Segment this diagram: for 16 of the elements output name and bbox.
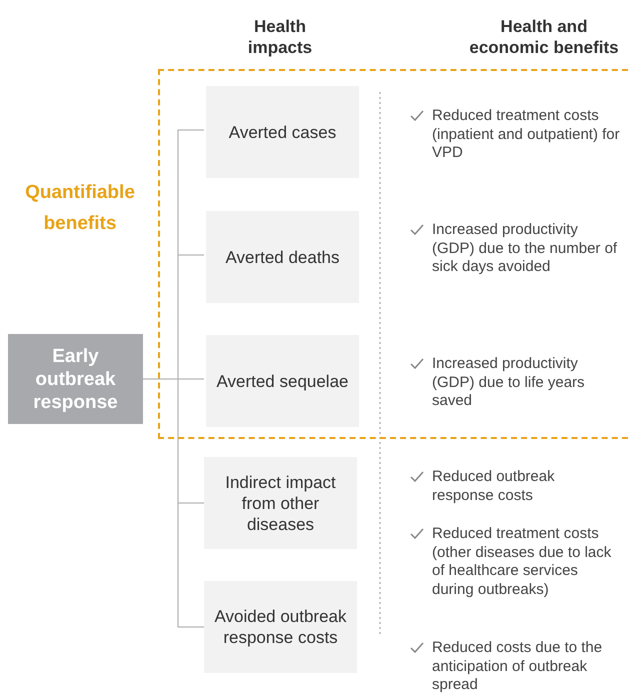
connector-line	[142, 378, 204, 628]
region-heading: Quantifiable benefits	[24, 181, 136, 236]
benefit-text: Reduced outbreak response costs	[432, 468, 556, 505]
impact-box: Averted deaths	[206, 211, 359, 303]
benefit-text: Reduced treatment costs (other diseases due to lack of healthcare services during outbreaks)	[432, 525, 612, 599]
benefit-text: Reduced treatment costs (inpatient and outpatient) for VPD	[432, 107, 620, 162]
column-header: Health and economic benefits	[468, 16, 620, 58]
impact-box: Avoided outbreak response costs	[204, 581, 357, 673]
benefit-text: Increased productivity (GDP) due to the number of sick days avoided	[432, 221, 618, 276]
impact-box: Averted sequelae	[206, 335, 359, 427]
column-header: Health impacts	[246, 16, 314, 58]
impact-box: Indirect impact from other diseases	[204, 457, 357, 549]
benefit-text: Increased productivity (GDP) due to life years saved	[432, 355, 586, 410]
impact-box: Averted cases	[206, 86, 359, 178]
source-box: Early outbreak response	[8, 334, 143, 424]
benefit-text: Reduced costs due to the anticipation of outbreak spread	[432, 639, 604, 694]
